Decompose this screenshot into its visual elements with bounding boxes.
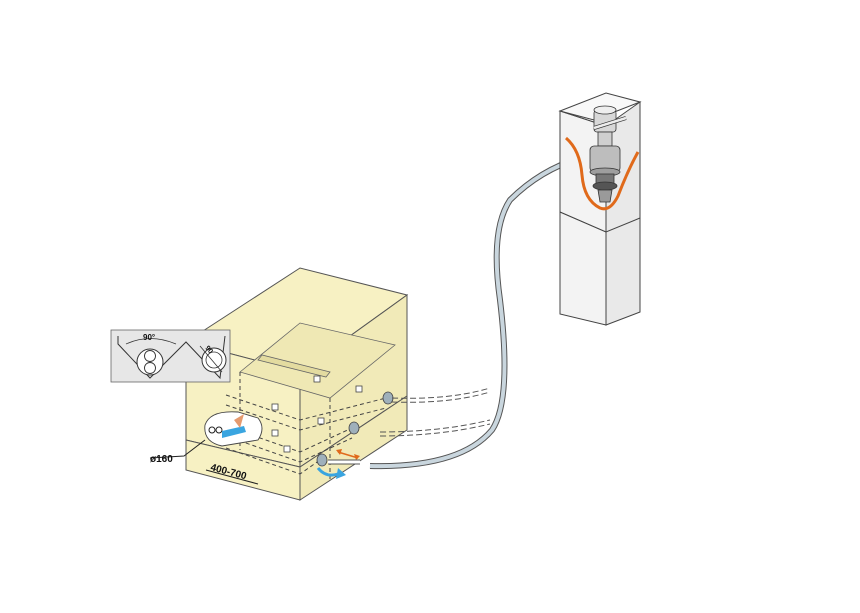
dashed-hose-lines: [379, 387, 491, 437]
main-hose: [328, 155, 581, 470]
heating-wire: [564, 136, 640, 211]
flow-arrows: [316, 449, 360, 479]
dock-post-icon: [558, 92, 642, 326]
inset-detail-panel: 90° 90: [110, 329, 231, 383]
angle-label: 90°: [143, 333, 155, 342]
pipe-clips: [271, 375, 363, 453]
pipe-outlets: [316, 391, 394, 467]
diameter-label: ø160: [150, 454, 173, 465]
water-connector-icon: [204, 411, 263, 447]
pipe-size-label: 90: [203, 345, 213, 356]
valve-assembly: [589, 105, 627, 203]
tank-inner-recess: [239, 322, 396, 399]
pipe-bundle-icon: [136, 348, 164, 376]
